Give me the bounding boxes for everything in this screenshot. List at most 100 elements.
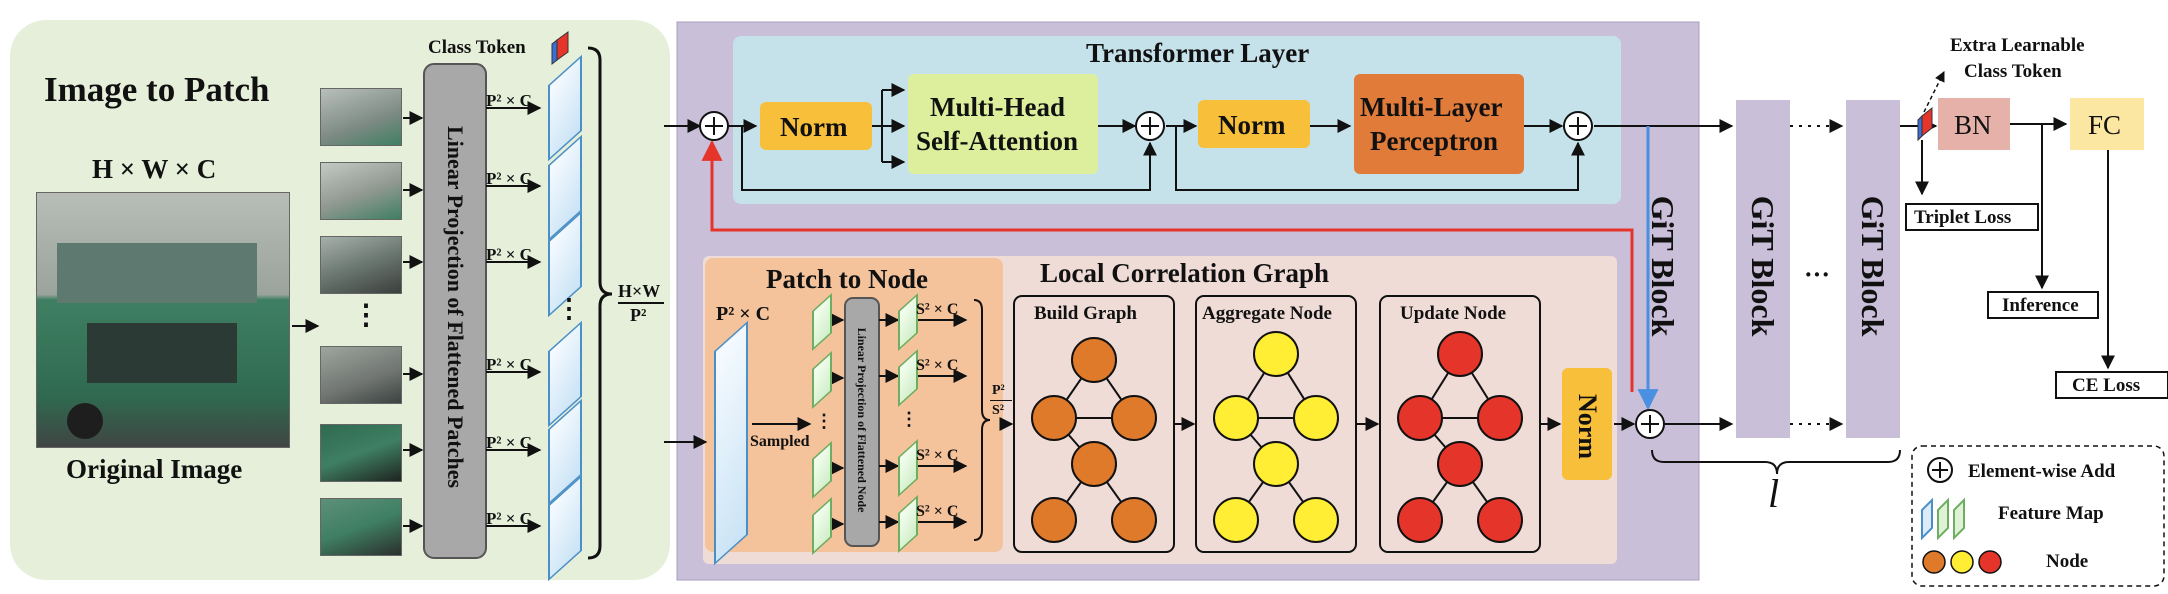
patch-thumb-4 [320, 346, 402, 404]
fraction-bar [618, 302, 664, 304]
aggregate-node-node [1293, 497, 1339, 543]
input-dims: P² × C [716, 303, 771, 325]
patch-size-4: P² × C [486, 355, 532, 374]
build-graph-node [1071, 441, 1117, 487]
patch-size-2: P² × C [486, 169, 532, 188]
graph-norm-label: Norm [1573, 394, 1602, 459]
legend-node-icons [1922, 550, 2002, 574]
repeat-count: l [1768, 471, 1780, 516]
patch-size-3: P² × C [486, 245, 532, 264]
patches-count-num: H×W [618, 281, 661, 301]
aggregate-node-node [1213, 395, 1259, 441]
fc-label: FC [2088, 110, 2122, 140]
linear-projection-bar [423, 63, 487, 559]
bus-window [57, 243, 257, 303]
update-node-node [1397, 395, 1443, 441]
triplet-loss-box [1905, 203, 2039, 231]
bus-photo [36, 192, 290, 448]
git-block-2 [1736, 100, 1790, 438]
update-node-node [1477, 395, 1523, 441]
aggregate-node-node [1253, 441, 1299, 487]
bus-windshield [87, 323, 237, 383]
sampled-label: Sampled [750, 433, 810, 450]
extra-token-label-2: Class Token [1964, 61, 2062, 82]
patch-size-5: P² × C [486, 433, 532, 452]
norm1-label: Norm [780, 112, 848, 142]
transformer-title: Transformer Layer [1086, 38, 1310, 68]
build-graph-node [1071, 337, 1117, 383]
triplet-loss-label: Triplet Loss [1914, 207, 2012, 228]
node-size-3: S² × C [916, 447, 959, 464]
git-block-2-label: GiT Block [1745, 195, 1781, 337]
patch-to-node-title: Patch to Node [766, 264, 928, 294]
legend-add-label: Element-wise Add [1968, 461, 2116, 482]
image-dims: H × W × C [92, 154, 217, 184]
mlp-label-2: Perceptron [1370, 126, 1498, 156]
legend-box [1911, 445, 2165, 587]
build-graph-node [1111, 497, 1157, 543]
legend-feature-map-icon [1921, 497, 1965, 541]
update-node-node [1477, 497, 1523, 543]
patch-size-6: P² × C [486, 509, 532, 528]
aggregate-node-node [1213, 497, 1259, 543]
norm1-box [760, 102, 872, 150]
node-size-4: S² × C [916, 503, 959, 520]
tf-skip2 [1175, 126, 1585, 191]
nodes-count-den: S² [992, 403, 1004, 418]
feature-ellipsis: ⋮ [556, 294, 582, 323]
inference-box [1987, 291, 2099, 319]
bus-wheel [67, 403, 103, 439]
graph-norm-box [1562, 368, 1612, 480]
extra-token-label-1: Extra Learnable [1950, 35, 2085, 56]
patch-thumb-2 [320, 162, 402, 220]
image-to-patch-title: Image to Patch [44, 70, 270, 109]
mlp-box [1354, 74, 1524, 174]
norm2-label: Norm [1218, 110, 1286, 140]
legend-node-label: Node [2046, 551, 2089, 572]
patch-thumb-3 [320, 236, 402, 294]
blocks-ellipsis: ··· [1804, 260, 1831, 289]
git-block-n-label: GiT Block [1855, 195, 1891, 337]
norm2-box [1198, 100, 1310, 148]
patch-ellipsis: ⋮ [352, 300, 380, 331]
update-node-node [1437, 331, 1483, 377]
legend-feature-map-label: Feature Map [1998, 503, 2104, 524]
mhsa-label-1: Multi-Head [930, 92, 1065, 122]
update-node-label: Update Node [1400, 303, 1507, 324]
node-size-2: S² × C [916, 357, 959, 374]
class-token-cube [551, 31, 569, 66]
build-graph-label: Build Graph [1034, 303, 1137, 324]
mlp-label-1: Multi-Layer [1360, 92, 1503, 122]
feature-map-large [714, 320, 748, 566]
patch-thumb-1 [320, 88, 402, 146]
aggregate-node-node [1253, 331, 1299, 377]
bn-label: BN [1954, 110, 1992, 140]
extra-class-token-cube [1917, 106, 1933, 142]
patch-thumb-6 [320, 498, 402, 556]
patch-thumb-5 [320, 424, 402, 482]
node-ellipsis-left: ⋮ [815, 411, 833, 431]
patch-size-1: P² × C [486, 91, 532, 110]
mhsa-label-2: Self-Attention [916, 126, 1078, 156]
update-node-node [1397, 497, 1443, 543]
node-ellipsis-right: ⋮ [900, 409, 918, 429]
patches-count-den: P² [630, 305, 647, 325]
node-projection-bar [844, 297, 880, 547]
projection-label: Linear Projection of Flattened Patches [443, 125, 468, 489]
node-projection-label: Linear Projection of Flattened Node [855, 327, 869, 513]
ce-loss-label: CE Loss [2072, 375, 2141, 396]
tf-skip1 [741, 126, 1157, 191]
inference-label: Inference [2002, 295, 2079, 316]
aggregate-node-label: Aggregate Node [1202, 303, 1332, 324]
ce-loss-box [2055, 371, 2168, 399]
build-graph-node [1111, 395, 1157, 441]
build-graph-node [1031, 497, 1077, 543]
red-feedback-arrow [701, 139, 1634, 392]
node-size-1: S² × C [916, 301, 959, 318]
build-graph-node [1031, 395, 1077, 441]
local-graph-title: Local Correlation Graph [1040, 258, 1329, 288]
class-token-label: Class Token [428, 37, 526, 58]
nodes-count-num: P² [992, 383, 1005, 398]
original-image-caption: Original Image [66, 454, 243, 484]
git-block-n [1846, 100, 1900, 438]
